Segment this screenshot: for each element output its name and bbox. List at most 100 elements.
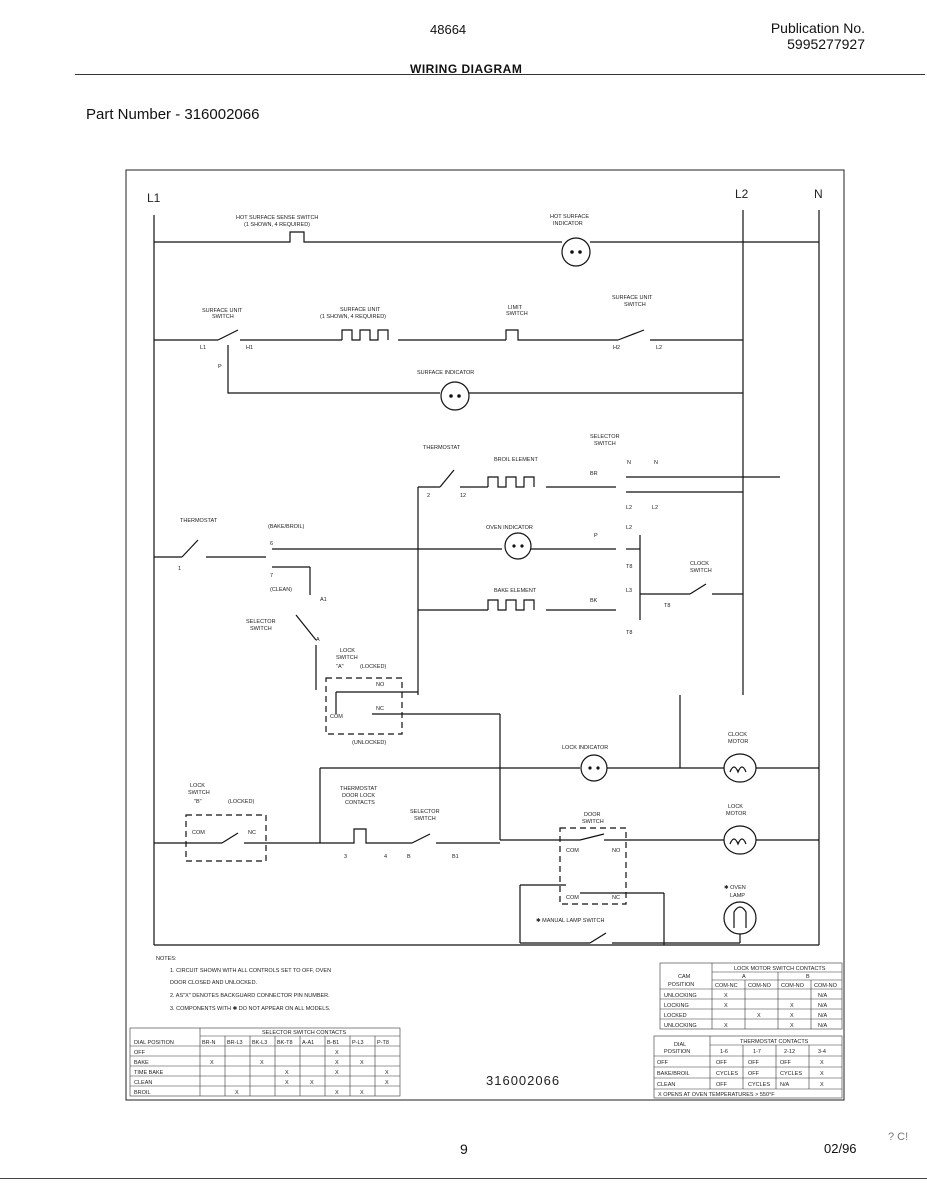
- svg-text:L2: L2: [626, 525, 632, 531]
- svg-text:N: N: [654, 460, 658, 466]
- sus-right-subtitle: SWITCH: [624, 302, 646, 308]
- svg-text:COM-NO: COM-NO: [748, 983, 772, 989]
- clock-motor-subtitle: MOTOR: [728, 739, 748, 745]
- hsi-subtitle: INDICATOR: [553, 221, 583, 227]
- note-1: 1. CIRCUIT SHOWN WITH ALL CONTROLS SET T…: [170, 968, 331, 974]
- thermostat-door-lock-contacts: [346, 828, 374, 844]
- lock-motor-cell: X: [790, 1013, 794, 1019]
- oven-indicator: [504, 532, 532, 560]
- svg-text:DIAL POSITION: DIAL POSITION: [134, 1040, 174, 1046]
- selector-lower-blade: [411, 833, 431, 844]
- svg-text:COM-NO: COM-NO: [781, 983, 805, 989]
- selector-col-header: BR-L3: [227, 1040, 243, 1046]
- svg-text:1-7: 1-7: [753, 1049, 761, 1055]
- tdl-subtitle: DOOR LOCK: [342, 793, 375, 799]
- thermostat-cell: N/A: [780, 1082, 790, 1088]
- thermostat-cell: X: [820, 1082, 824, 1088]
- surface-unit-switch-left-blade: [217, 329, 239, 341]
- svg-text:3-4: 3-4: [818, 1049, 826, 1055]
- selector-left-title: SELECTOR: [246, 619, 276, 625]
- svg-text:T8: T8: [626, 564, 632, 570]
- selector-cell: X: [385, 1080, 389, 1086]
- clock-switch-blade: [689, 583, 707, 595]
- lock-motor-cell: X: [757, 1013, 761, 1019]
- sus-left-title: SURFACE UNIT: [202, 308, 243, 314]
- tdl-sub2: CONTACTS: [345, 800, 375, 806]
- thermostat-row-label: BAKE/BROIL: [657, 1071, 690, 1077]
- svg-text:THERMOSTAT CONTACTS: THERMOSTAT CONTACTS: [740, 1039, 809, 1045]
- lock-motor-cell: N/A: [818, 1003, 828, 1009]
- selector-col-header: P-T8: [377, 1040, 389, 1046]
- door-switch-title: DOOR: [584, 812, 601, 818]
- selector-row-label: CLEAN: [134, 1080, 152, 1086]
- selector-cell: X: [210, 1060, 214, 1066]
- oven-lamp-title: ✱ OVEN: [724, 884, 746, 891]
- oven-indicator-label: OVEN INDICATOR: [486, 525, 533, 531]
- bake-element: [487, 599, 535, 611]
- svg-text:BK: BK: [590, 598, 598, 604]
- lock-motor-cell: N/A: [818, 993, 828, 999]
- clock-switch-subtitle: SWITCH: [690, 568, 712, 574]
- surface-unit-title: SURFACE UNIT: [340, 307, 381, 313]
- svg-text:P: P: [218, 364, 222, 370]
- publication-block: Publication No. 5995277927: [771, 20, 865, 52]
- hsi-title: HOT SURFACE: [550, 214, 589, 220]
- surface-indicator: [440, 381, 470, 411]
- lock-motor-cell: X: [724, 1003, 728, 1009]
- lock-b-subtitle: SWITCH: [188, 790, 210, 796]
- selector-left-blade: [295, 614, 317, 641]
- selector-row-label: BROIL: [134, 1090, 151, 1096]
- selector-cell: X: [235, 1090, 239, 1096]
- svg-text:NC: NC: [612, 895, 620, 901]
- selector-cell: X: [335, 1070, 339, 1076]
- svg-text:NC: NC: [376, 706, 384, 712]
- svg-text:1-6: 1-6: [720, 1049, 728, 1055]
- thermostat-cell: OFF: [780, 1060, 792, 1066]
- svg-text:L2: L2: [652, 505, 658, 511]
- selector-lower-subtitle: SWITCH: [414, 816, 436, 822]
- svg-text:B: B: [806, 974, 810, 980]
- hss-subtitle: (1 SHOWN, 4 REQUIRED): [244, 222, 310, 228]
- label-n: N: [814, 187, 823, 201]
- svg-text:L2: L2: [656, 345, 662, 351]
- selector-cell: X: [260, 1060, 264, 1066]
- lock-switch-a-box: [325, 677, 403, 735]
- lock-motor-cell: X: [724, 993, 728, 999]
- part-number: Part Number - 316002066: [86, 106, 260, 123]
- svg-text:H1: H1: [246, 345, 253, 351]
- svg-text:COM: COM: [192, 830, 205, 836]
- selector-col-header: BR-N: [202, 1040, 215, 1046]
- thermostat-cell: CYCLES: [716, 1071, 738, 1077]
- thermostat-cell: OFF: [748, 1060, 760, 1066]
- selector-col-header: P-L3: [352, 1040, 364, 1046]
- clock-switch-title: CLOCK: [690, 561, 709, 567]
- svg-text:T8: T8: [626, 630, 632, 636]
- selector-col-header: B-B1: [327, 1040, 339, 1046]
- oven-lamp-subtitle: LAMP: [730, 893, 745, 899]
- svg-text:"A": "A": [336, 664, 344, 670]
- lock-indicator-label: LOCK INDICATOR: [562, 745, 608, 751]
- selector-row-label: TIME BAKE: [134, 1070, 164, 1076]
- label-l2: L2: [735, 187, 749, 201]
- selector-row-label: BAKE: [134, 1060, 149, 1066]
- svg-text:P: P: [594, 533, 598, 539]
- lock-b-title: LOCK: [190, 783, 205, 789]
- lock-b-blade: [221, 832, 239, 844]
- selector-cell: X: [310, 1080, 314, 1086]
- svg-text:(BAKE/BROIL): (BAKE/BROIL): [268, 524, 305, 530]
- selector-upper-subtitle: SWITCH: [594, 441, 616, 447]
- label-l1: L1: [147, 191, 161, 205]
- lock-switch-b-box: [185, 814, 267, 862]
- lock-motor-subtitle: MOTOR: [726, 811, 746, 817]
- svg-text:2: 2: [427, 493, 430, 499]
- svg-text:A1: A1: [320, 597, 327, 603]
- svg-text:COM: COM: [330, 714, 343, 720]
- manual-lamp-switch-label: ✱ MANUAL LAMP SWITCH: [536, 917, 605, 924]
- header-rule: [75, 74, 925, 75]
- svg-text:4: 4: [384, 854, 387, 860]
- hot-surface-sense-switch: [284, 231, 310, 243]
- thermostat-row-label: CLEAN: [657, 1082, 675, 1088]
- svg-text:BR: BR: [590, 471, 598, 477]
